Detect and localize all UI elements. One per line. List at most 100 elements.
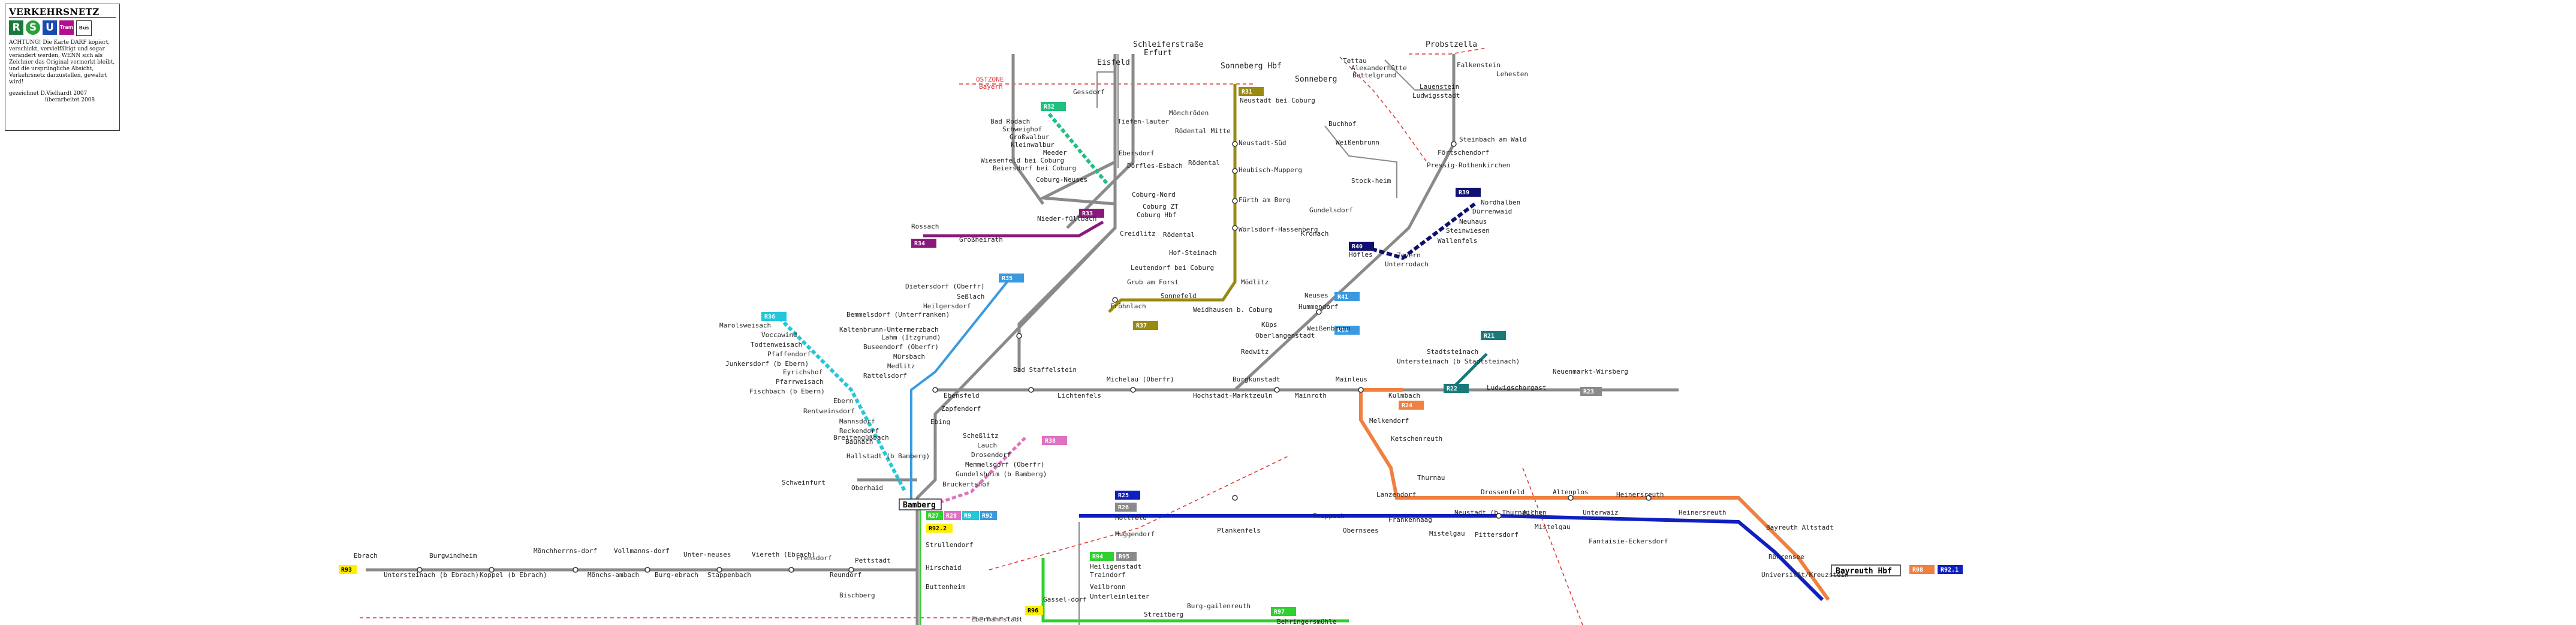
badge-r33: R33 (1082, 211, 1093, 217)
label-untersteinach: Untersteinach (b Stadtsteinach) (1397, 357, 1520, 365)
label-lichtenfels: Lichtenfels (1057, 392, 1101, 399)
label-neuenmarkt: Neuenmarkt-Wirsberg (1553, 368, 1628, 375)
label-beiersdorf: Beiersdorf bei Coburg (993, 164, 1076, 172)
label-drossenfeld: Drossenfeld (1481, 488, 1524, 496)
label-roedental: Rödental (1188, 159, 1220, 167)
label-behringersmuehle: Behringersmühle (1277, 618, 1336, 625)
badge-r38: R38 (1045, 438, 1056, 444)
label-tettau: Tettau (1343, 57, 1367, 65)
label-kueps: Küps (1261, 321, 1278, 329)
border-label-east: OSTZONE (976, 76, 1004, 83)
badge-r41: R41 (1337, 294, 1348, 301)
label-mainroth: Mainroth (1295, 392, 1327, 399)
label-grub-am-forst: Grub am Forst (1127, 278, 1179, 286)
line-olive (1108, 84, 1237, 313)
label-lauenstein: Lauenstein (1420, 83, 1459, 91)
badge-r19: R19 (1337, 327, 1348, 334)
label-ebern: Ebern (833, 397, 853, 405)
badge-r97: R97 (1274, 609, 1285, 615)
label-grossheirath: Großheirath (959, 236, 1003, 244)
label-ebermannstadt: Ebermannstadt (971, 615, 1023, 623)
label-weissenbrunn-2: Weißenbrunn (1307, 324, 1351, 332)
label-burggailenreuth: Burg-gailenreuth (1187, 602, 1251, 610)
label-buttenheim: Buttenheim (926, 583, 966, 591)
label-coburg-nord: Coburg-Nord (1132, 191, 1176, 199)
label-lanzendorf: Lanzendorf (1376, 491, 1416, 498)
label-sonneberg: Sonneberg (1295, 75, 1337, 84)
label-bruckertshof: Bruckertshof (942, 480, 990, 488)
label-weidhausen: Weidhausen b. Coburg (1193, 306, 1272, 314)
label-doerfles-esbach: Dörfles-Esbach (1127, 162, 1183, 170)
label-hirschaid: Hirschaid (926, 564, 962, 572)
label-schleiferstrasse: Schleiferstraße (1133, 40, 1204, 49)
label-kronach: Kronach (1301, 230, 1328, 238)
badge-r28: R28 (946, 513, 957, 519)
label-hetzelsdorf: Heinersreuth (1679, 509, 1726, 516)
label-roedental-mitte: Rödental Mitte (1175, 127, 1231, 135)
badge-r37: R37 (1136, 323, 1147, 329)
bamberg-label: Bamberg (903, 501, 936, 510)
label-pettstadt: Pettstadt (855, 557, 891, 564)
label-stadtsteinach: Stadtsteinach (1427, 348, 1478, 356)
label-rattelsdorf: Rattelsdorf (863, 372, 907, 380)
label-creidlitz: Creidlitz (1120, 230, 1156, 238)
label-leutendorf: Leutendorf bei Coburg (1131, 264, 1214, 272)
label-hollfeld: Hollfeld (1115, 514, 1147, 522)
label-wallenfels: Wallenfels (1438, 237, 1477, 245)
label-frensdorf: Frensdorf (796, 554, 832, 562)
label-unterneuses: Unter-neuses (683, 551, 731, 558)
label-niederfuellbach: Nieder-füllbach (1037, 215, 1096, 223)
badge-r31: R31 (1242, 89, 1252, 95)
label-ludwigschorgast: Ludwigschorgast (1487, 384, 1546, 392)
label-todtenweisach: Todtenweisach (751, 341, 802, 348)
tram-icon: Tram (59, 20, 74, 35)
label-memmelsdorf: Memmelsdorf (Oberfr) (965, 461, 1044, 468)
line-green (1047, 113, 1111, 187)
label-bayreuth-altstadt: Bayreuth Altstadt (1766, 524, 1834, 531)
label-heiligenstadt: Heiligenstadt (1090, 563, 1141, 570)
label-nordhalben: Nordhalben (1481, 199, 1520, 206)
label-froehnlach: Fröhnlach (1110, 302, 1146, 310)
label-tiefenlauter: Tiefen-lauter (1117, 118, 1169, 125)
label-wiesenfeld: Wiesenfeld bei Coburg (981, 157, 1064, 164)
badge-r32: R32 (1044, 104, 1054, 110)
label-ebrach: Ebrach (354, 552, 378, 560)
label-hof-steinach: Hof-Steinach (1169, 249, 1216, 257)
badge-r96: R96 (1028, 608, 1038, 614)
label-plankenfels: Plankenfels (1217, 527, 1261, 534)
badge-r40: R40 (1352, 244, 1363, 250)
legend-title: VERKEHRSNETZ (9, 7, 116, 18)
label-lehesten: Lehesten (1496, 70, 1528, 78)
label-koppel: Koppel (b Ebrach) (480, 571, 547, 579)
label-neuhaus: Neuhaus (1459, 218, 1487, 226)
label-kaltenbrunn: Kaltenbrunn-Untermerzbach (839, 326, 939, 333)
line-darkblue (1079, 514, 1824, 602)
label-scheslitz: Scheßlitz (963, 432, 999, 440)
line-cyan (778, 316, 907, 493)
u-bahn-icon: U (43, 20, 57, 35)
line-orange (1359, 388, 1830, 601)
line-pink (935, 437, 1026, 506)
label-truppach: Truppach (1313, 512, 1345, 520)
label-merzbach: Mürsbach (893, 353, 925, 360)
badge-r93: R93 (341, 567, 352, 573)
label-zapfendorf: Zapfendorf (941, 405, 981, 413)
badge-r35: R35 (1002, 275, 1013, 282)
label-eyrichshof: Eyrichshof (783, 368, 822, 376)
grey-thin-lines (1078, 54, 1451, 625)
label-obernsees: Obernsees (1343, 527, 1379, 534)
bayreuth-hbf-station-box[interactable]: Bayreuth Hbf (1831, 564, 1901, 576)
label-bad-staffelstein: Bad Staffelstein (1013, 366, 1077, 374)
label-gasseldorf: Gassel-dorf (1043, 596, 1087, 603)
label-kleinwalbur: Kleinwalbur (1011, 141, 1054, 149)
label-rossach: Rossach (911, 223, 939, 230)
label-eisfeld: Eisfeld (1097, 58, 1130, 67)
label-coburg-zt: Coburg ZT (1143, 203, 1179, 211)
label-voccawind: Voccawind (761, 331, 797, 339)
label-meeder: Meeder (1043, 149, 1067, 157)
bamberg-station-box[interactable]: Bamberg (899, 498, 942, 510)
label-moenchsambach: Mönchs-ambach (587, 571, 639, 579)
label-sesslach: Seßlach (957, 293, 984, 301)
label-neustadt-coburg: Neustadt bei Coburg (1240, 97, 1315, 104)
label-sonneberg-hbf: Sonneberg Hbf (1221, 62, 1282, 71)
